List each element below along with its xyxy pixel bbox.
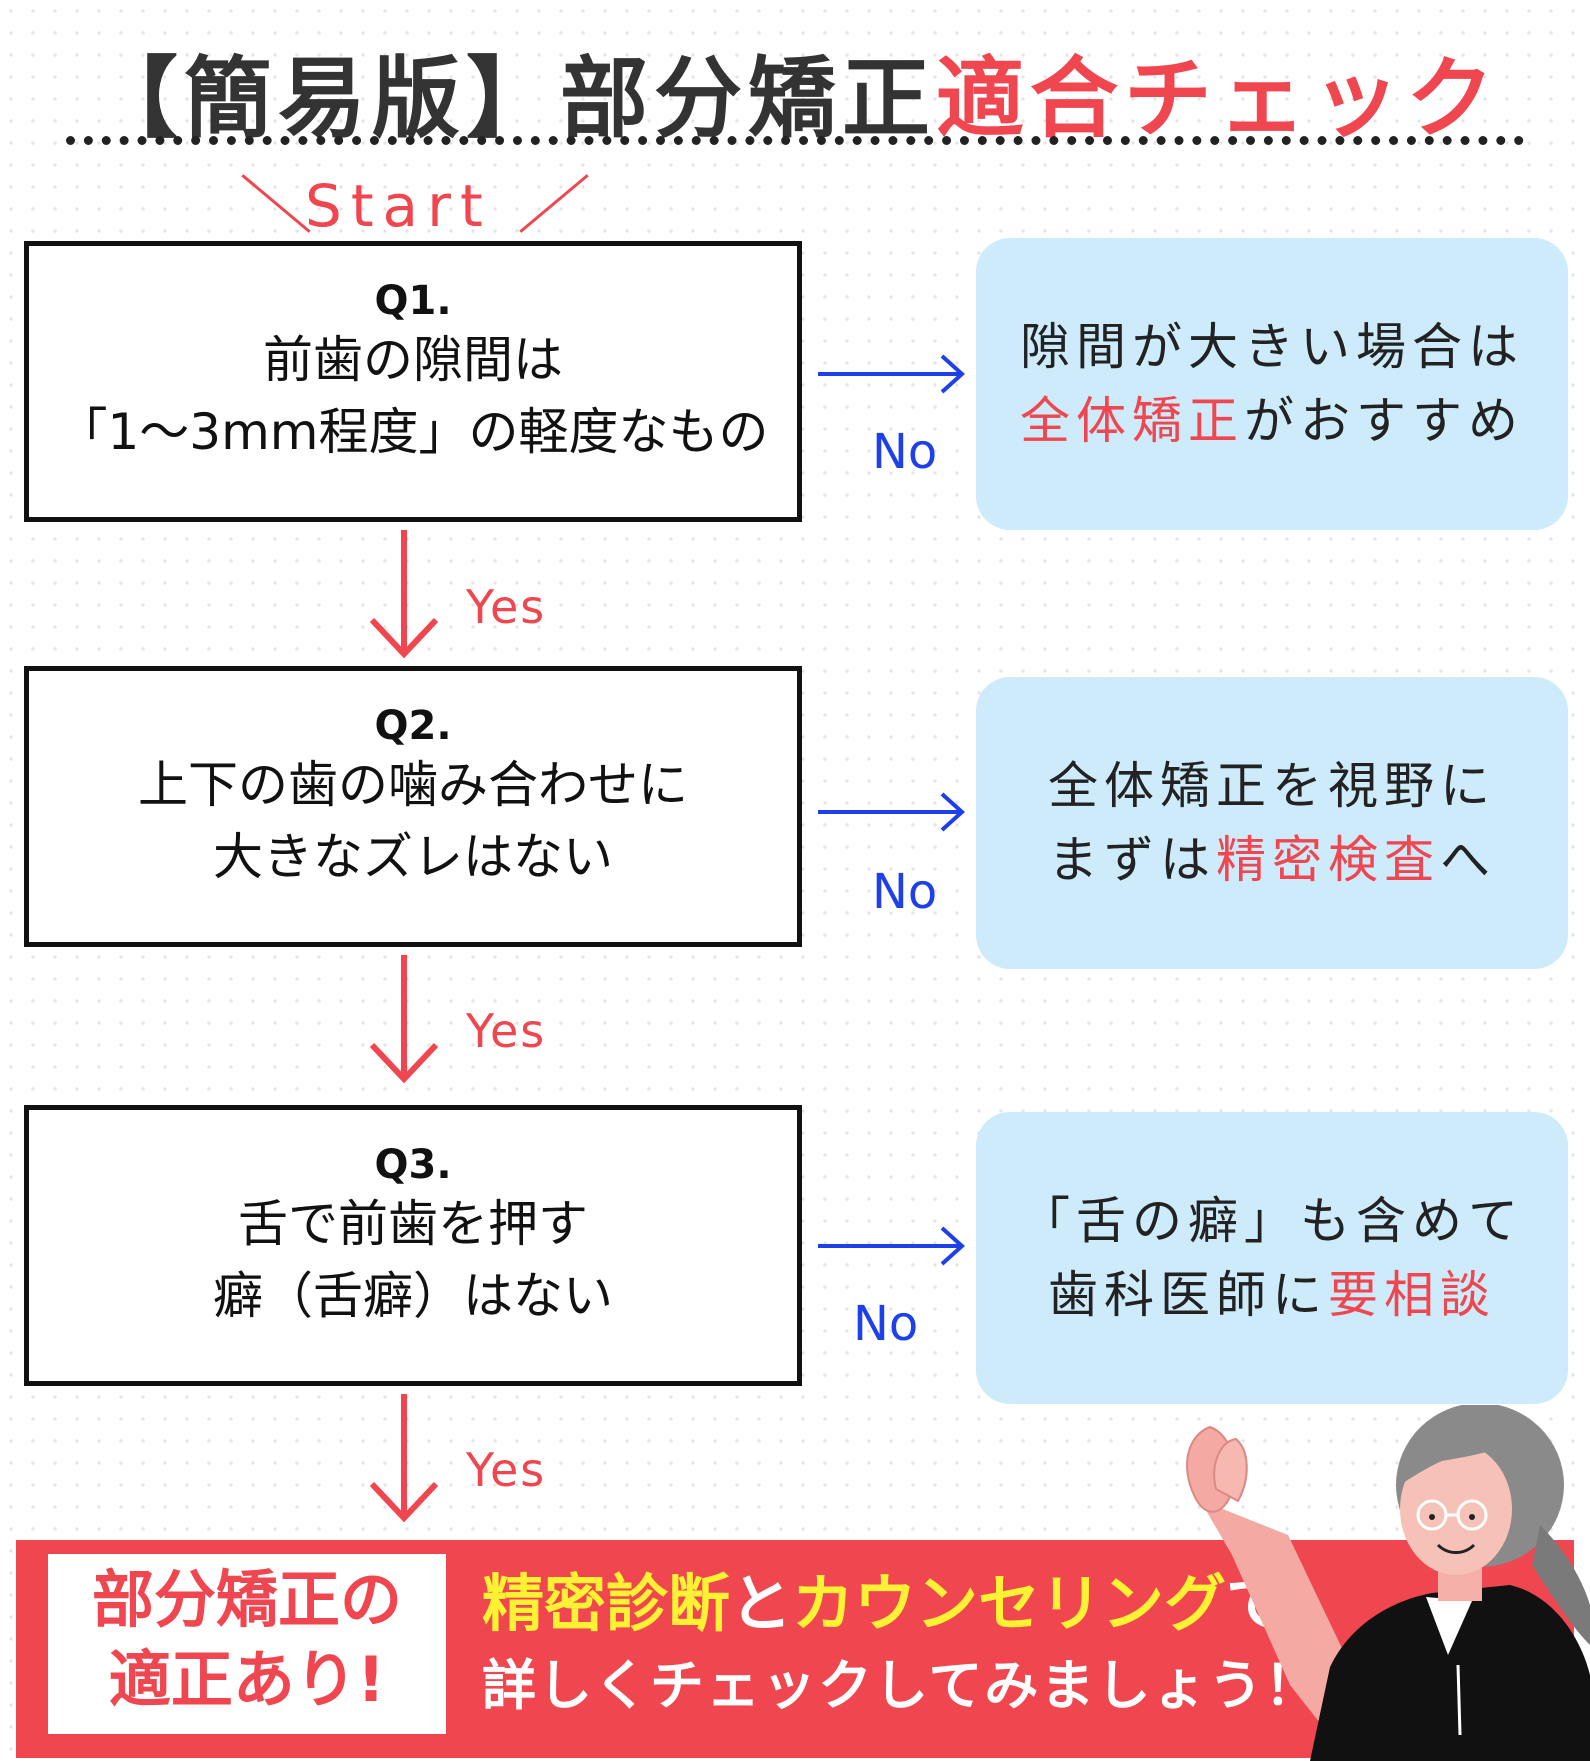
doctor-illustration: [1186, 1405, 1590, 1761]
no-arrow-2: [818, 792, 965, 832]
no-label-1: No: [872, 424, 938, 480]
yes-label-3: Yes: [466, 1443, 547, 1497]
yes-label-2: Yes: [466, 1004, 547, 1058]
result-badge-line1: 部分矯正の: [91, 1563, 402, 1636]
yes-arrow-2: [369, 955, 439, 1083]
result-text-to: と: [730, 1567, 793, 1640]
answer-line1: 隙間が大きい場合は: [1020, 318, 1524, 376]
answer-line2: 歯科医師に要相談: [1048, 1258, 1496, 1332]
question-number: Q3.: [374, 1142, 452, 1188]
result-badge: 部分矯正の 適正あり!: [48, 1554, 446, 1734]
question-number: Q1.: [374, 278, 452, 324]
answer-highlight: 全体矯正: [1020, 392, 1244, 450]
question-text-line2: 「1〜3mm程度」の軽度なもの: [57, 403, 769, 461]
yes-arrow-3: [369, 1394, 439, 1522]
title-main: 【簡易版】部分矯正: [89, 47, 936, 150]
no-arrow-1: [818, 354, 965, 394]
result-message-line2: 詳しくチェックしてみましょう！: [482, 1654, 1321, 1717]
yes-label-1: Yes: [466, 580, 547, 634]
title-divider: [66, 136, 1524, 145]
result-message: 精密診断とカウンセリングで 詳しくチェックしてみましょう！: [482, 1562, 1320, 1726]
answer-text-end: へ: [1440, 831, 1496, 889]
question-text-line1: 前歯の隙間は: [263, 331, 563, 389]
answer-text: がおすすめ: [1244, 392, 1524, 450]
question-text-line1: 舌で前歯を押す: [238, 1195, 588, 1253]
answer-box-2: 全体矯正を視野に まずは精密検査へ: [976, 677, 1568, 969]
result-highlight-diagnosis: 精密診断: [482, 1567, 731, 1640]
result-message-line1: 精密診断とカウンセリングで: [482, 1562, 1320, 1646]
answer-line2: 全体矯正がおすすめ: [1020, 384, 1524, 458]
result-badge-line2: 適正あり!: [108, 1643, 386, 1716]
answer-box-3: 「舌の癖」も含めて 歯科医師に要相談: [976, 1112, 1568, 1404]
result-banner: 部分矯正の 適正あり! 精密診断とカウンセリングで 詳しくチェックしてみましょう…: [16, 1540, 1574, 1758]
question-box-1: Q1. 前歯の隙間は 「1〜3mm程度」の軽度なもの: [24, 241, 802, 522]
answer-highlight: 精密検査: [1216, 831, 1440, 889]
answer-text: 歯科医師に: [1048, 1266, 1328, 1324]
answer-line1: 「舌の癖」も含めて: [1020, 1192, 1524, 1250]
question-text-line2: 癖（舌癖）はない: [213, 1267, 613, 1325]
answer-box-1: 隙間が大きい場合は 全体矯正がおすすめ: [976, 238, 1568, 530]
question-text-line2: 大きなズレはない: [213, 828, 613, 886]
answer-line2: まずは精密検査へ: [1048, 823, 1496, 897]
question-box-3: Q3. 舌で前歯を押す 癖（舌癖）はない: [24, 1105, 802, 1386]
answer-line1: 全体矯正を視野に: [1048, 757, 1496, 815]
start-slash-left: [241, 174, 311, 233]
answer-text: まずは: [1048, 831, 1216, 889]
result-highlight-counseling: カウンセリング: [792, 1567, 1227, 1640]
page-title: 【簡易版】部分矯正適合チェック: [0, 28, 1590, 155]
title-accent: 適合チェック: [936, 47, 1501, 150]
answer-highlight: 要相談: [1328, 1266, 1496, 1324]
yes-arrow-1: [369, 530, 439, 658]
start-slash-right: [519, 174, 589, 233]
no-label-2: No: [872, 864, 938, 920]
start-label: Start: [305, 172, 492, 240]
question-text-line1: 上下の歯の噛み合わせに: [138, 756, 688, 814]
question-number: Q2.: [374, 703, 452, 749]
no-label-3: No: [853, 1296, 919, 1352]
no-arrow-3: [818, 1226, 965, 1266]
question-box-2: Q2. 上下の歯の噛み合わせに 大きなズレはない: [24, 666, 802, 947]
